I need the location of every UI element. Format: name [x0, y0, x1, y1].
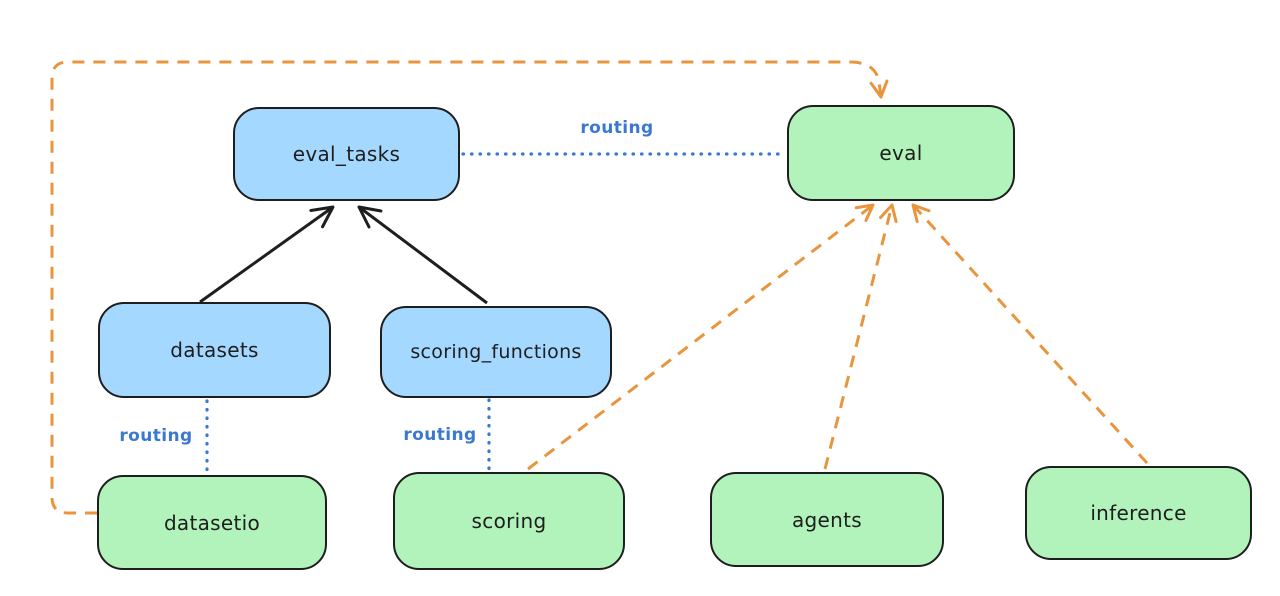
edge-agents-to-eval	[823, 203, 898, 470]
edge-inference-to-eval	[911, 203, 1149, 465]
edge-scoring-functions-to-eval-tasks	[357, 205, 488, 305]
node-scoring: scoring	[393, 472, 625, 570]
node-scoring-label: scoring	[471, 509, 547, 533]
node-datasetio-label: datasetio	[163, 510, 261, 535]
node-datasets: datasets	[98, 302, 331, 398]
edge-label-routing-eval-tasks-eval: routing	[580, 118, 654, 138]
node-eval: eval	[787, 105, 1015, 201]
node-scoring-functions: scoring_functions	[380, 306, 612, 398]
edge-datasetio-to-eval	[50, 60, 889, 515]
node-scoring-functions-label: scoring_functions	[410, 341, 582, 363]
node-datasetio: datasetio	[97, 475, 327, 570]
node-eval-tasks: eval_tasks	[233, 107, 460, 201]
node-inference-label: inference	[1090, 501, 1187, 525]
node-datasets-label: datasets	[170, 338, 259, 362]
edge-scoring-to-eval	[527, 203, 875, 471]
node-agents: agents	[710, 472, 944, 567]
edge-label-routing-datasets-datasetio: routing	[119, 426, 193, 446]
node-inference: inference	[1025, 466, 1252, 560]
node-eval-tasks-label: eval_tasks	[292, 142, 401, 166]
node-eval-label: eval	[879, 141, 923, 165]
edge-datasets-to-eval-tasks	[199, 205, 335, 304]
edge-label-routing-scoring-functions-scoring: routing	[403, 425, 477, 445]
node-agents-label: agents	[792, 507, 862, 532]
